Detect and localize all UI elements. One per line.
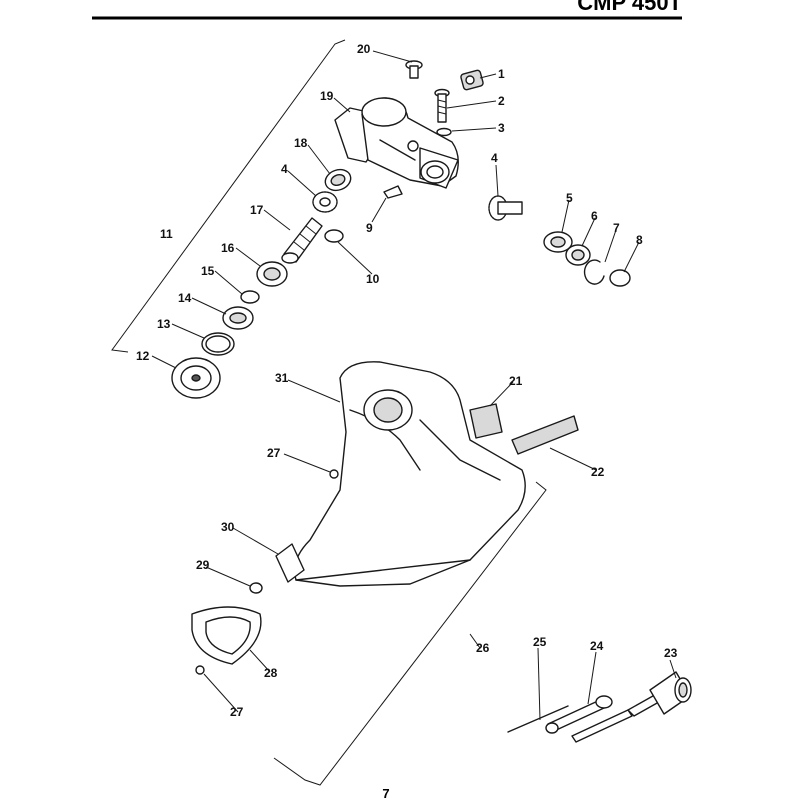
callout-24: 24: [590, 639, 604, 653]
callout-3: 3: [498, 121, 505, 135]
callout-22: 22: [591, 465, 605, 479]
bracket-26: [273, 481, 547, 786]
callout-19: 19: [320, 89, 334, 103]
callout-26: 26: [476, 641, 490, 655]
part-22-label: [511, 415, 579, 455]
callout-18: 18: [294, 136, 308, 150]
part-21-label: [469, 403, 503, 439]
callout-8: 8: [636, 233, 643, 247]
part-9-key: [383, 185, 403, 199]
callout-16: 16: [221, 241, 235, 255]
part-20-screw: [405, 60, 423, 79]
bracket-11: [111, 39, 346, 353]
part-27-screw-lower: [195, 665, 205, 675]
callout-29: 29: [196, 558, 210, 572]
part-2-bolt: [434, 88, 450, 123]
callout-27-upper: 27: [267, 446, 281, 460]
part-7-snap-ring: [583, 259, 605, 285]
part-18-bearing: [324, 168, 352, 192]
part-4-gear-left: [312, 191, 338, 213]
callout-27-lower: 27: [230, 705, 244, 719]
part-23-socket-wrench: [627, 671, 692, 717]
part-16-bearing: [256, 261, 288, 287]
page-number: 7: [382, 786, 389, 800]
callout-21: 21: [509, 374, 523, 388]
part-15-washer: [240, 290, 260, 304]
callout-5: 5: [566, 191, 573, 205]
part-13-ring: [201, 332, 235, 356]
callout-25: 25: [533, 635, 547, 649]
part-31-guard: [293, 361, 526, 587]
callout-23: 23: [664, 646, 678, 660]
part-8-ring: [609, 269, 631, 287]
part-14-bearing: [222, 306, 254, 330]
callout-15: 15: [201, 264, 215, 278]
callout-14: 14: [178, 291, 192, 305]
callout-11: 11: [160, 227, 173, 241]
part-19-gear-housing: [334, 97, 459, 189]
part-24-wrench: [545, 695, 633, 743]
part-30-plate: [275, 543, 305, 583]
part-27-screw-upper: [329, 469, 339, 479]
part-4-gear-right: [488, 195, 523, 221]
part-10-clip: [324, 229, 344, 243]
callout-7: 7: [613, 221, 620, 235]
callout-2: 2: [498, 94, 505, 108]
header-model-text: CMP 450T: [577, 0, 682, 15]
callout-4-left: 4: [281, 162, 288, 176]
callout-30: 30: [221, 520, 235, 534]
part-17-shaft: [281, 217, 323, 264]
part-5-bearing: [543, 231, 573, 253]
part-3-washer: [436, 127, 452, 137]
leader-lines: [151, 50, 677, 721]
part-1-plug: [460, 69, 484, 91]
callout-17: 17: [250, 203, 264, 217]
callout-12: 12: [136, 349, 150, 363]
callout-31: 31: [275, 371, 289, 385]
callout-28: 28: [264, 666, 278, 680]
part-28-gasket: [191, 606, 262, 665]
callout-6: 6: [591, 209, 598, 223]
callout-13: 13: [157, 317, 171, 331]
part-6-bearing: [565, 244, 591, 266]
callout-4-right: 4: [491, 151, 498, 165]
callout-10: 10: [366, 272, 380, 286]
part-29-nut: [249, 582, 263, 594]
callout-9: 9: [366, 221, 373, 235]
callout-20: 20: [357, 42, 371, 56]
part-25-rod: [507, 705, 569, 733]
part-12-holder: [171, 357, 221, 399]
callout-1: 1: [498, 67, 505, 81]
